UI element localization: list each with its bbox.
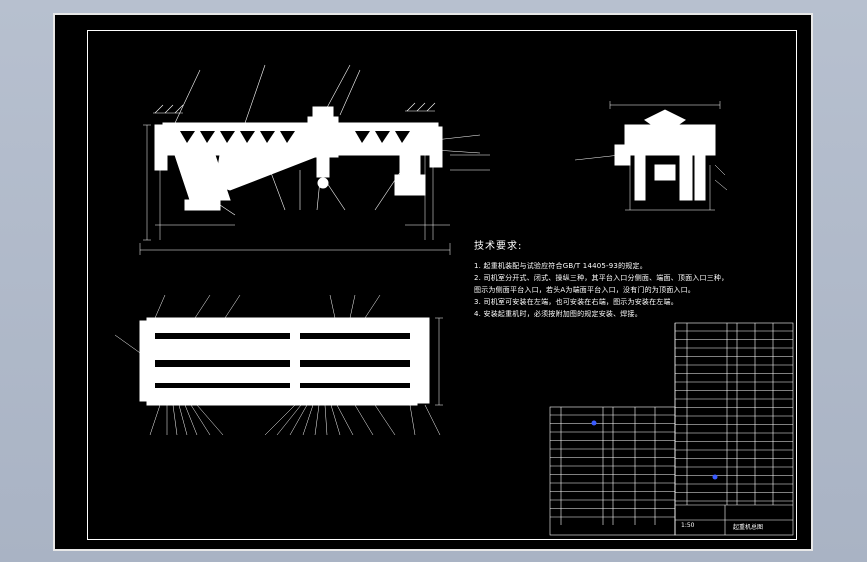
notes-title: 技术要求:	[474, 241, 523, 252]
title-block-name: 起重机总图	[733, 524, 764, 531]
front-elevation-view	[139, 64, 490, 255]
note-line: 2. 司机室分开式、闭式、操纵三种，其平台入口分侧面、端面、顶面入口三种，	[474, 274, 729, 282]
title-block-scale: 1:50	[681, 522, 695, 529]
side-view	[574, 101, 728, 211]
drawing-sheet: 技术要求: 1. 起重机装配与试验应符合GB/T 14405-93的规定。 2.…	[53, 13, 813, 551]
drawing-frame	[87, 30, 797, 540]
blue-marker	[591, 420, 597, 426]
note-line: 4. 安装起重机时，必须按附加图的规定安装、焊接。	[474, 310, 642, 318]
note-line: 图示为侧面平台入口，若头A为端面平台入口，没有门的为顶面入口。	[474, 286, 695, 294]
technical-notes: 技术要求: 1. 起重机装配与试验应符合GB/T 14405-93的规定。 2.…	[474, 237, 728, 320]
parts-list	[549, 322, 794, 536]
drawing-views	[114, 64, 794, 536]
plan-view	[114, 294, 443, 436]
blue-marker	[712, 474, 718, 480]
note-line: 3. 司机室可安装在左端，也可安装在右端，图示为安装在左端。	[474, 298, 678, 306]
note-line: 1. 起重机装配与试验应符合GB/T 14405-93的规定。	[474, 262, 647, 270]
